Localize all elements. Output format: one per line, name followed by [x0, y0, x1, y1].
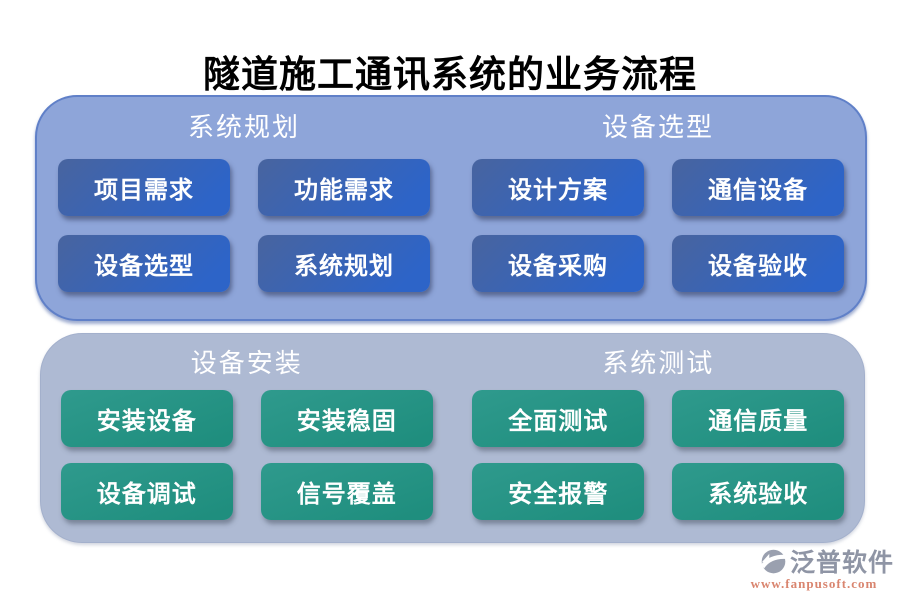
flow-step-button[interactable]: 全面测试: [472, 389, 645, 447]
button-grid: 安装设备 安装稳固 设备调试 信号覆盖: [60, 389, 433, 520]
flow-step-button[interactable]: 设备验收: [672, 234, 844, 292]
group-equipment-installation: 设备安装 安装设备 安装稳固 设备调试 信号覆盖: [41, 334, 453, 542]
flow-step-button[interactable]: 安装设备: [60, 389, 233, 447]
brand-name: 泛普软件: [789, 550, 894, 577]
fanpu-logo-icon: [760, 548, 787, 575]
flow-step-button[interactable]: 系统验收: [672, 462, 845, 520]
flow-step-button[interactable]: 信号覆盖: [260, 462, 433, 520]
button-grid: 全面测试 通信质量 安全报警 系统验收: [472, 389, 845, 520]
group-header-system-testing: 系统测试: [602, 349, 715, 378]
footer-brand[interactable]: 泛普软件 www.fanpusoft.com: [734, 543, 894, 592]
brand-url[interactable]: www.fanpusoft.com: [750, 576, 878, 591]
flow-step-button[interactable]: 设计方案: [472, 158, 644, 216]
panel-installation-testing: 设备安装 安装设备 安装稳固 设备调试 信号覆盖 系统测试 全面测试 通信质量 …: [40, 333, 865, 543]
group-equipment-selection: 设备选型 设计方案 通信设备 设备采购 设备验收: [451, 97, 865, 319]
flow-step-button[interactable]: 系统规划: [258, 234, 430, 292]
flow-step-button[interactable]: 项目需求: [58, 158, 230, 216]
group-header-equipment-installation: 设备安装: [190, 349, 303, 378]
flow-step-button[interactable]: 功能需求: [258, 158, 430, 216]
page-title: 隧道施工通讯系统的业务流程: [203, 55, 697, 96]
button-grid: 设计方案 通信设备 设备采购 设备验收: [472, 158, 844, 292]
flow-step-button[interactable]: 安全报警: [472, 462, 645, 520]
flow-step-button[interactable]: 设备调试: [60, 462, 233, 520]
flow-step-button[interactable]: 安装稳固: [260, 389, 433, 447]
group-header-system-planning: 系统规划: [187, 113, 300, 142]
group-header-equipment-selection: 设备选型: [601, 113, 714, 142]
panel-planning: 系统规划 项目需求 功能需求 设备选型 系统规划 设备选型 设计方案 通信设备 …: [35, 95, 867, 321]
group-system-planning: 系统规划 项目需求 功能需求 设备选型 系统规划: [37, 97, 451, 319]
flow-step-button[interactable]: 通信质量: [672, 389, 845, 447]
flow-step-button[interactable]: 设备采购: [472, 234, 644, 292]
button-grid: 项目需求 功能需求 设备选型 系统规划: [58, 158, 430, 292]
flow-step-button[interactable]: 设备选型: [58, 234, 230, 292]
flow-step-button[interactable]: 通信设备: [672, 158, 844, 216]
group-system-testing: 系统测试 全面测试 通信质量 安全报警 系统验收: [453, 334, 865, 542]
